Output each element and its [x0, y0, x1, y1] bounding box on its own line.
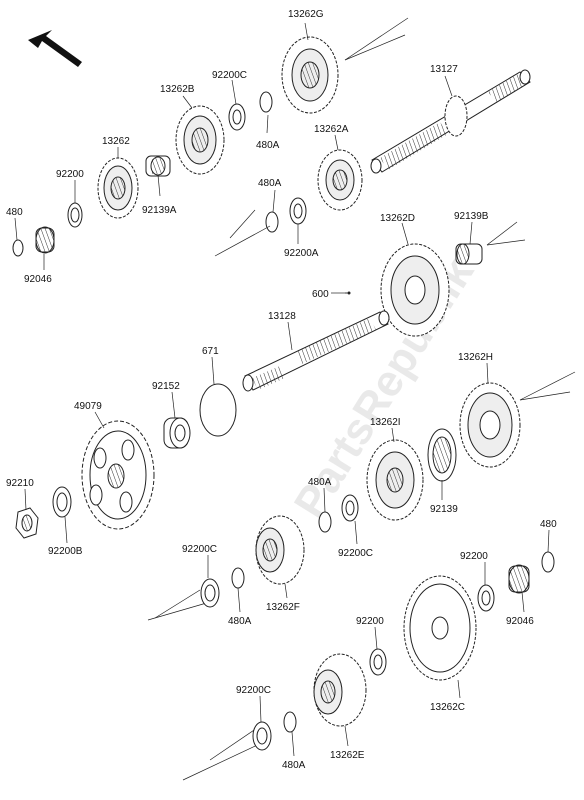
leader-lines: [14, 22, 550, 757]
needle-bearing-92139A: [145, 155, 171, 177]
label-13262A: 13262A: [314, 124, 349, 135]
label-13262H: 13262H: [458, 352, 493, 363]
label-13262C: 13262C: [430, 702, 465, 713]
gear-13262: [97, 157, 139, 219]
washer-92200-right: [477, 584, 495, 612]
gear-13262C: [403, 575, 477, 681]
label-92200-low: 92200: [356, 616, 384, 627]
gear-13262D: [380, 243, 450, 337]
label-92200-top: 92200: [56, 169, 84, 180]
label-13262E: 13262E: [330, 750, 365, 761]
washer-92200C-mid: [341, 494, 359, 522]
washer-92200-low: [369, 648, 387, 676]
needle-bearing-92046-right: [508, 564, 530, 594]
circlip-480-left: [12, 239, 24, 257]
label-13262D: 13262D: [380, 213, 415, 224]
label-92200A: 92200A: [284, 248, 319, 259]
label-480A-f: 480A: [228, 616, 252, 627]
gear-13262H: [459, 382, 521, 468]
front-direction-arrow-icon: [28, 30, 82, 67]
needle-bearing-92046-left: [35, 226, 55, 254]
gear-13262B: [175, 105, 225, 175]
washer-92200C-low: [200, 578, 220, 608]
gear-13262A: [317, 149, 363, 211]
needle-bearing-92139: [427, 428, 457, 482]
output-shaft-13128: [242, 291, 390, 392]
label-480-left: 480: [6, 207, 23, 218]
label-92200C-low: 92200C: [338, 548, 373, 559]
washer-92200-left: [67, 202, 83, 228]
label-13262F: 13262F: [266, 602, 300, 613]
label-480-right: 480: [540, 519, 557, 530]
label-92139A: 92139A: [142, 205, 177, 216]
label-92210: 92210: [6, 478, 34, 489]
circlip-480A-mid: [265, 211, 279, 233]
gear-13262F: [255, 515, 305, 585]
label-480A-top: 480A: [256, 140, 280, 151]
washer-92200C-top: [228, 103, 246, 131]
label-92200C-top: 92200C: [212, 70, 247, 81]
label-13128: 13128: [268, 311, 296, 322]
label-92200-right: 92200: [460, 551, 488, 562]
label-92200C-mid: 92200C: [182, 544, 217, 555]
label-671: 671: [202, 346, 219, 357]
circlip-480A-top: [259, 91, 273, 113]
label-49079: 49079: [74, 401, 102, 412]
circlip-480-right: [541, 551, 555, 573]
washer-92200C-bottom: [252, 721, 272, 751]
collar-92152: [163, 417, 191, 449]
label-92139: 92139: [430, 504, 458, 515]
label-480A-mid: 480A: [258, 178, 282, 189]
label-92046-right: 92046: [506, 616, 534, 627]
label-13262: 13262: [102, 136, 130, 147]
label-13262I: 13262I: [370, 417, 401, 428]
sprocket-49079: [81, 420, 155, 530]
o-ring-671: [199, 383, 237, 437]
label-92152: 92152: [152, 381, 180, 392]
gear-13262G: [281, 36, 339, 114]
label-92200B: 92200B: [48, 546, 83, 557]
label-13127: 13127: [430, 64, 458, 75]
needle-bearing-92139B: [455, 243, 483, 265]
label-92139B: 92139B: [454, 211, 489, 222]
label-480A-bot: 480A: [282, 760, 306, 771]
label-480A-low: 480A: [308, 477, 332, 488]
guide-lines: [147, 17, 576, 781]
gear-13262E: [313, 653, 367, 727]
label-92200C-bot: 92200C: [236, 685, 271, 696]
part-number-labels: 13262G 13127 92200C 13262B 480A 13262A 1…: [6, 9, 557, 771]
label-13262B: 13262B: [160, 84, 195, 95]
circlip-480A-f: [231, 567, 245, 589]
circlip-480A-bottom: [283, 711, 297, 733]
washer-92200A: [289, 197, 307, 225]
gear-13262I: [366, 439, 424, 521]
washer-92200B: [52, 486, 72, 518]
label-92046-left: 92046: [24, 274, 52, 285]
label-13262G: 13262G: [288, 9, 324, 20]
label-600: 600: [312, 289, 329, 300]
nut-92210: [15, 507, 39, 539]
input-shaft-13127: [370, 69, 531, 174]
